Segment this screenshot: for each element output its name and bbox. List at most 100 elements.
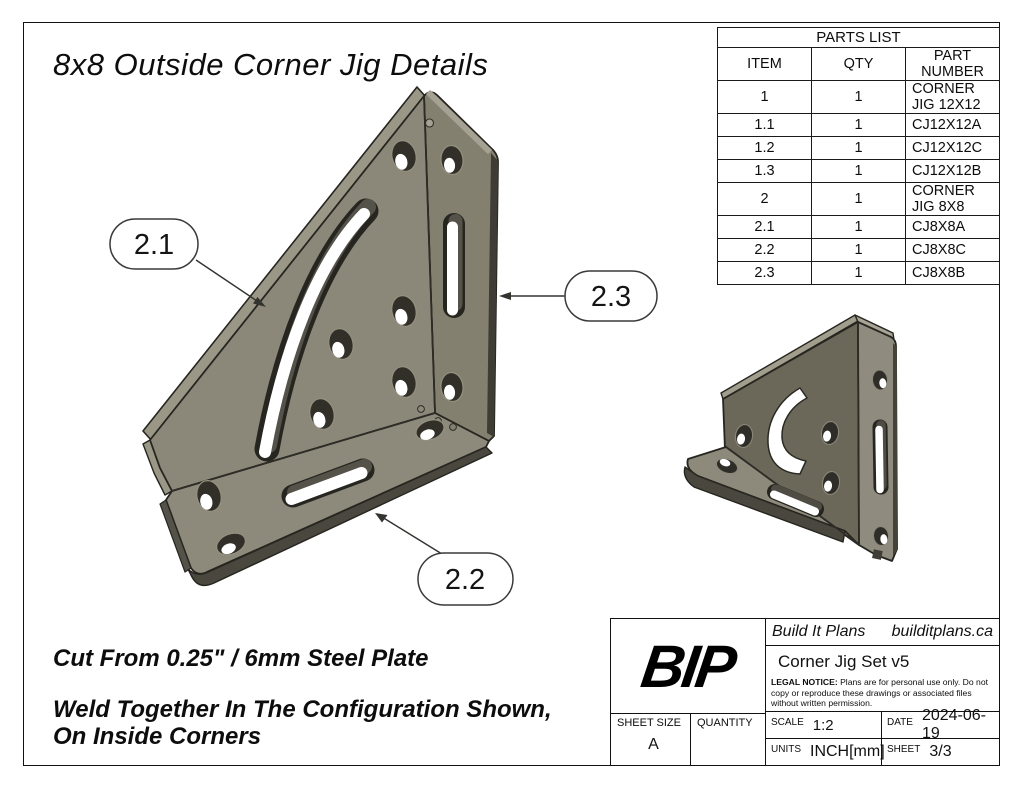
base-plate-slot	[281, 458, 375, 508]
column-header-part-number: PART NUMBER	[905, 47, 1000, 81]
note-weld: Weld Together In The Configuration Shown…	[53, 696, 552, 750]
secondary-isometric-view	[683, 314, 898, 562]
company-website: builditplans.ca	[891, 623, 993, 640]
sheet-border-frame	[23, 22, 1000, 766]
item-cell: 2.2	[717, 238, 812, 262]
base-plate-left-thickness	[159, 499, 192, 573]
sheet-size-label: SHEET SIZE	[617, 717, 681, 729]
title-block-left: BIP SHEET SIZE A QUANTITY	[611, 619, 766, 765]
drawing-name: Corner Jig Set v5	[778, 652, 910, 671]
scale-value: 1:2	[812, 716, 834, 734]
sheet-value: 3/3	[929, 743, 952, 760]
scale-label: SCALE	[771, 716, 804, 728]
logo-cell: BIP	[611, 619, 765, 714]
quantity-cell: QUANTITY	[691, 714, 765, 765]
weld-relief-notch	[424, 118, 435, 128]
qty-cell: 1	[811, 238, 906, 262]
part-number-cell: CJ8X8C	[905, 238, 1000, 262]
part-number-cell: CORNER JIG 12X12	[905, 80, 1000, 114]
fold-line-gusset-vertical	[423, 95, 436, 414]
sheet-size-cell: SHEET SIZE A	[611, 714, 691, 765]
part-number-cell: CJ12X12A	[905, 113, 1000, 137]
drawing-title: 8x8 Outside Corner Jig Details	[53, 47, 489, 82]
company-name: Build It Plans	[772, 623, 866, 640]
item-cell: 1.1	[717, 113, 812, 137]
item-cell: 2.1	[717, 215, 812, 239]
company-row: Build It Plans builditplans.ca	[766, 619, 999, 646]
callout-leader-2-2	[381, 516, 443, 555]
gusset-holes	[196, 140, 417, 512]
vertical-plate-holes	[440, 144, 464, 403]
callout-leader-2-1	[195, 259, 261, 304]
vertical-plate-slot	[872, 419, 889, 495]
quantity-label: QUANTITY	[697, 717, 753, 729]
item-cell: 1.2	[717, 136, 812, 160]
callouts: 2.1 2.2 2.3	[109, 218, 658, 606]
note-material: Cut From 0.25" / 6mm Steel Plate	[53, 645, 429, 672]
qty-cell: 1	[811, 261, 906, 285]
callout-balloon-2-3	[564, 270, 658, 322]
gusset-holes	[734, 421, 841, 495]
weld-relief-notch	[449, 423, 457, 431]
units-cell: UNITS INCH[mm]	[766, 739, 885, 765]
callout-balloon-2-1	[109, 218, 199, 270]
vertical-plate-holes	[871, 369, 890, 547]
qty-cell: 1	[811, 136, 906, 160]
callout-arrow-2-2	[375, 513, 388, 523]
date-value: 2024-06-19	[921, 707, 986, 742]
base-plate-front-thickness	[683, 466, 846, 543]
callout-balloon-2-2	[417, 552, 514, 606]
callout-label-2-3: 2.3	[591, 281, 631, 313]
callout-label-2-2: 2.2	[445, 564, 485, 596]
title-block: BIP SHEET SIZE A QUANTITY Build It Plans…	[610, 618, 1000, 766]
weld-relief-notch	[417, 405, 425, 413]
sheet-cell: SHEET 3/3	[882, 739, 999, 765]
qty-cell: 1	[811, 80, 906, 114]
bip-logo: BIP	[637, 632, 739, 700]
vertical-plate-slot	[443, 213, 465, 318]
scale-cell: SCALE 1:2	[766, 712, 882, 738]
qty-cell: 1	[811, 113, 906, 137]
column-header-qty: QTY	[811, 47, 906, 81]
callout-arrow-2-1	[253, 297, 266, 307]
units-value: INCH[mm]	[810, 743, 885, 760]
sheet-label: SHEET	[887, 743, 921, 755]
item-cell: 1.3	[717, 159, 812, 183]
title-block-right: Build It Plans builditplans.ca Corner Ji…	[766, 619, 999, 765]
fold-line-gusset-vertical	[857, 321, 860, 546]
item-cell: 2	[717, 182, 812, 216]
item-cell: 1	[717, 80, 812, 114]
drawing-name-cell: Corner Jig Set v5 LEGAL NOTICE: Plans ar…	[766, 646, 999, 712]
callout-label-2-1: 2.1	[134, 229, 174, 261]
callout-arrow-2-3	[499, 292, 511, 300]
base-plate-front-thickness	[187, 446, 493, 587]
base-plate-slot	[767, 484, 824, 517]
qty-cell: 1	[811, 159, 906, 183]
qty-cell: 1	[811, 182, 906, 216]
base-plate-holes	[715, 457, 739, 475]
vertical-plate-top-edge	[425, 89, 493, 155]
parts-list-title: PARTS LIST	[717, 27, 1000, 48]
part-number-cell: CJ12X12C	[905, 136, 1000, 160]
qty-cell: 1	[811, 215, 906, 239]
part-number-cell: CJ8X8B	[905, 261, 1000, 285]
part-number-cell: CORNER JIG 8X8	[905, 182, 1000, 216]
vertical-plate-right-thickness	[893, 343, 897, 556]
legal-notice-text: Plans are for personal use only. Do not …	[771, 676, 989, 709]
units-label: UNITS	[771, 743, 801, 755]
gusset-arc-slot	[767, 387, 808, 475]
column-header-item: ITEM	[717, 47, 812, 81]
part-number-cell: CJ12X12B	[905, 159, 1000, 183]
weld-relief-notch	[872, 549, 883, 560]
